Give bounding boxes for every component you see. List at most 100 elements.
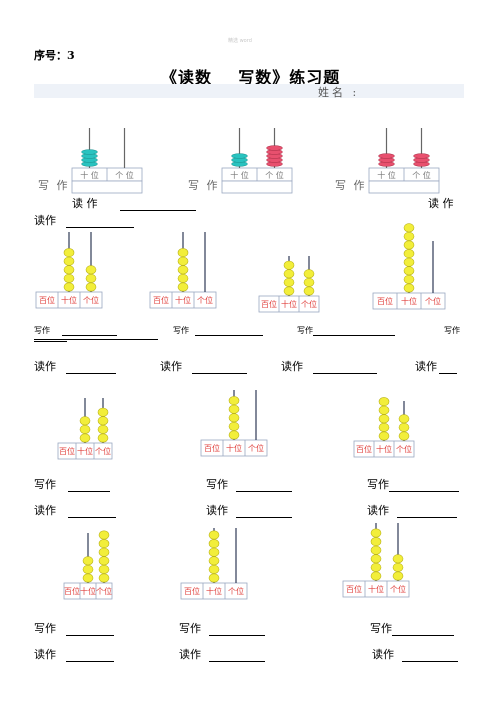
ones-label: 个位	[301, 299, 317, 309]
answer-blank[interactable]	[119, 200, 196, 211]
answer-blank[interactable]	[68, 481, 110, 492]
bead	[85, 265, 97, 275]
bead	[398, 414, 410, 424]
answer-blank[interactable]	[68, 507, 116, 518]
bead	[370, 554, 382, 564]
answer-blank[interactable]	[402, 651, 458, 662]
read-label: 读作	[34, 214, 56, 227]
read-label: 读作	[281, 360, 303, 373]
write-row2-b: 写作	[173, 325, 263, 336]
write-label: 写作	[444, 326, 460, 335]
answer-row	[71, 180, 143, 194]
answer-blank[interactable]	[209, 625, 265, 636]
bead	[81, 149, 98, 155]
read-label: 读作	[179, 648, 201, 661]
answer-blank[interactable]	[397, 507, 457, 518]
write-row3-c: 写作	[367, 476, 459, 492]
bead	[98, 539, 110, 549]
answer-blank[interactable]	[209, 651, 265, 662]
bead	[208, 539, 220, 549]
row3-abacus-1: 百位十位个位	[57, 398, 113, 460]
bead	[370, 571, 382, 581]
read-row4-a: 读作	[34, 646, 114, 662]
answer-blank[interactable]	[236, 507, 292, 518]
answer-blank[interactable]	[66, 363, 116, 374]
answer-blank[interactable]	[236, 481, 292, 492]
answer-blank[interactable]	[34, 339, 158, 340]
tens-label: 十位	[368, 584, 384, 594]
answer-blank[interactable]	[389, 481, 459, 492]
bead	[208, 573, 220, 583]
read-row2-d: 读作	[415, 358, 457, 374]
ones-label: 个位	[197, 295, 213, 305]
name-bar	[34, 84, 464, 98]
answer-blank[interactable]	[439, 363, 457, 374]
row2-abacus-3: 百位十位个位	[258, 256, 320, 313]
ones-label: 个 位	[265, 170, 284, 180]
answer-row	[221, 180, 293, 194]
write-row2-c: 写作	[297, 325, 395, 336]
hundreds-label: 百位	[346, 584, 362, 594]
page-title: 《读数 写数》练习题	[161, 68, 341, 87]
bead	[392, 571, 404, 581]
ones-label: 个 位	[115, 170, 134, 180]
bead	[82, 556, 94, 566]
answer-blank[interactable]	[392, 625, 454, 636]
read-row2-b: 读作	[160, 358, 247, 374]
write-row2-a: 写作	[34, 325, 117, 336]
ones-label: 个 位	[412, 170, 431, 180]
abacus-1: 十 位个 位	[71, 128, 143, 194]
write-label-1: 写 作	[38, 179, 70, 192]
read-row3-c: 读作	[367, 502, 457, 518]
answer-blank[interactable]	[66, 651, 114, 662]
write-label-3: 写 作	[335, 179, 367, 192]
hundreds-label: 百位	[39, 295, 55, 305]
bead	[266, 145, 283, 151]
name-label: 姓名 :	[318, 86, 360, 99]
answer-blank[interactable]	[66, 217, 134, 228]
read-label: 读 作	[72, 197, 98, 210]
ones-label: 个位	[425, 296, 441, 306]
tens-label: 十 位	[230, 170, 249, 180]
bead	[413, 153, 430, 159]
read-label: 读作	[34, 360, 56, 373]
bead	[97, 407, 109, 417]
write-label: 写作	[34, 622, 56, 635]
read-label: 读作	[415, 360, 437, 373]
answer-blank[interactable]	[195, 327, 263, 336]
write-label: 写作	[367, 478, 389, 491]
read-row4-c: 读作	[372, 646, 458, 662]
answer-blank-short[interactable]	[34, 341, 67, 342]
read-label: 读作	[160, 360, 182, 373]
bead	[208, 556, 220, 566]
row2-abacus-1: 百位十位个位	[35, 232, 103, 309]
read-label: 读作	[34, 504, 56, 517]
row3-abacus-3: 百位十位个位	[353, 397, 415, 458]
read-label: 读作	[206, 504, 228, 517]
answer-blank[interactable]	[313, 327, 395, 336]
bead	[98, 530, 110, 540]
read-row3-b: 读作	[206, 502, 292, 518]
bead	[392, 562, 404, 572]
write-row3-a: 写作	[34, 476, 110, 492]
bead	[98, 564, 110, 574]
write-row3-b: 写作	[206, 476, 292, 492]
bead	[208, 564, 220, 574]
hundreds-label: 百位	[59, 446, 75, 456]
bead	[370, 545, 382, 555]
tens-label: 十位	[401, 296, 417, 306]
answer-blank[interactable]	[62, 327, 117, 336]
bead	[370, 528, 382, 538]
bead	[98, 556, 110, 566]
ones-label: 个位	[396, 444, 412, 454]
answer-blank[interactable]	[66, 625, 114, 636]
read-row1-a: 读 作	[72, 195, 196, 211]
answer-blank[interactable]	[192, 363, 247, 374]
answer-blank[interactable]	[313, 363, 377, 374]
tens-label: 十 位	[377, 170, 396, 180]
tens-label: 十位	[206, 586, 222, 596]
